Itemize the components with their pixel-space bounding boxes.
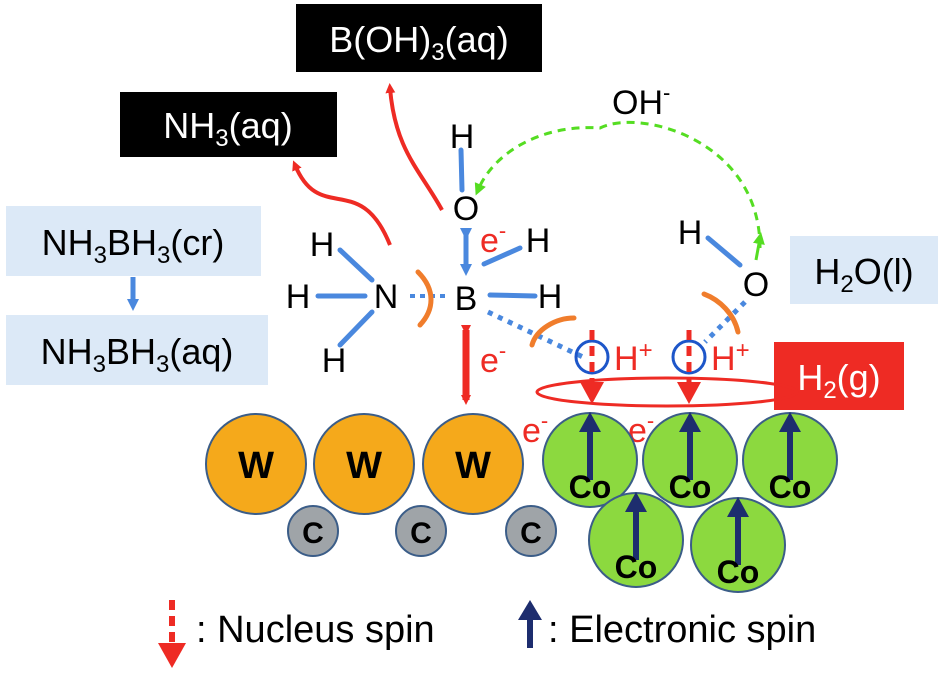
ammonia-box: NH3(aq) [120,92,337,157]
tungsten-atom [205,413,307,515]
carbon-atoms: C C C [287,505,557,557]
svg-text:H: H [538,278,563,316]
svg-text:NH3(aq): NH3(aq) [163,105,292,152]
ammonia-release-arrow [292,160,392,246]
hydrogen-pair-ellipse [535,376,799,408]
svg-text:H: H [322,342,347,380]
hydrogen-gas-box: H2(g) [774,342,904,410]
svg-text:H2(g): H2(g) [797,357,880,404]
atom-labels: H O H H H N B H H H O [286,118,770,380]
svg-text:H: H [526,222,551,260]
svg-text:H2O(l): H2O(l) [814,251,913,298]
svg-text:e-: e- [480,218,506,260]
svg-text:H: H [310,226,335,264]
nucleus-spin-arrows [580,330,701,404]
proton-2: H+ [671,337,750,378]
svg-text:Co: Co [669,469,712,505]
svg-text:O: O [453,190,479,228]
svg-text:: Nucleus spin: : Nucleus spin [196,609,435,651]
b-h-to-proton-interaction [486,309,587,361]
carbon-atom [395,505,447,557]
svg-text:e-: e- [522,408,548,450]
svg-text:Co: Co [769,469,812,505]
proton-1: H+ [574,337,653,378]
svg-text:B(OH)3(aq): B(OH)3(aq) [329,19,508,66]
svg-text:N: N [374,278,399,316]
svg-text:H: H [450,118,475,156]
bond-cleavage-marks [415,269,741,348]
svg-text:O: O [743,266,769,304]
tungsten-atom [422,413,524,515]
tungsten-atoms: W W W [205,413,524,515]
hydroxide-transfer-arrow [474,120,762,249]
legend-nucleus-spin: : Nucleus spin [158,600,435,668]
water-box: H2O(l) [790,236,938,304]
svg-text:C: C [520,517,542,550]
cobalt-atom: Co [588,492,684,588]
svg-text:H+: H+ [711,337,750,378]
svg-text:H: H [678,214,703,252]
ammonia-borane-aq-box: NH3BH3(aq) [6,315,268,385]
legend-electronic-spin: : Electronic spin [518,600,816,651]
svg-text:NH3BH3(cr): NH3BH3(cr) [42,222,225,269]
svg-text:NH3BH3(aq): NH3BH3(aq) [41,331,234,378]
water-up-arrow [753,232,765,261]
svg-text:Co: Co [569,469,612,505]
svg-text:W: W [455,445,491,487]
cobalt-atom: Co [542,412,638,508]
svg-text:C: C [302,517,324,550]
svg-text:e-: e- [480,338,506,380]
o-h-to-proton-interaction [703,300,747,344]
svg-text:: Electronic spin: : Electronic spin [548,609,816,651]
cobalt-atom: Co [642,412,738,508]
svg-text:H+: H+ [614,337,653,378]
tungsten-atom [313,413,415,515]
carbon-atom [287,505,339,557]
cobalt-atom: Co [742,412,838,508]
cobalt-atoms: Co Co Co Co Co [542,412,838,593]
molecule-bonds [315,147,743,348]
svg-text:C: C [410,517,432,550]
carbon-atom [505,505,557,557]
svg-text:W: W [238,445,274,487]
svg-text:W: W [346,445,382,487]
svg-text:B: B [455,280,478,318]
cobalt-atom: Co [690,497,786,593]
ammonia-borane-solid-box: NH3BH3(cr) [6,206,261,276]
svg-text:Co: Co [615,549,658,585]
boric-acid-box: B(OH)3(aq) [296,4,542,72]
svg-text:H: H [286,278,311,316]
boric-acid-release-arrow [385,83,444,211]
hydroxide-label: OH- [612,80,670,122]
svg-text:Co: Co [717,554,760,590]
